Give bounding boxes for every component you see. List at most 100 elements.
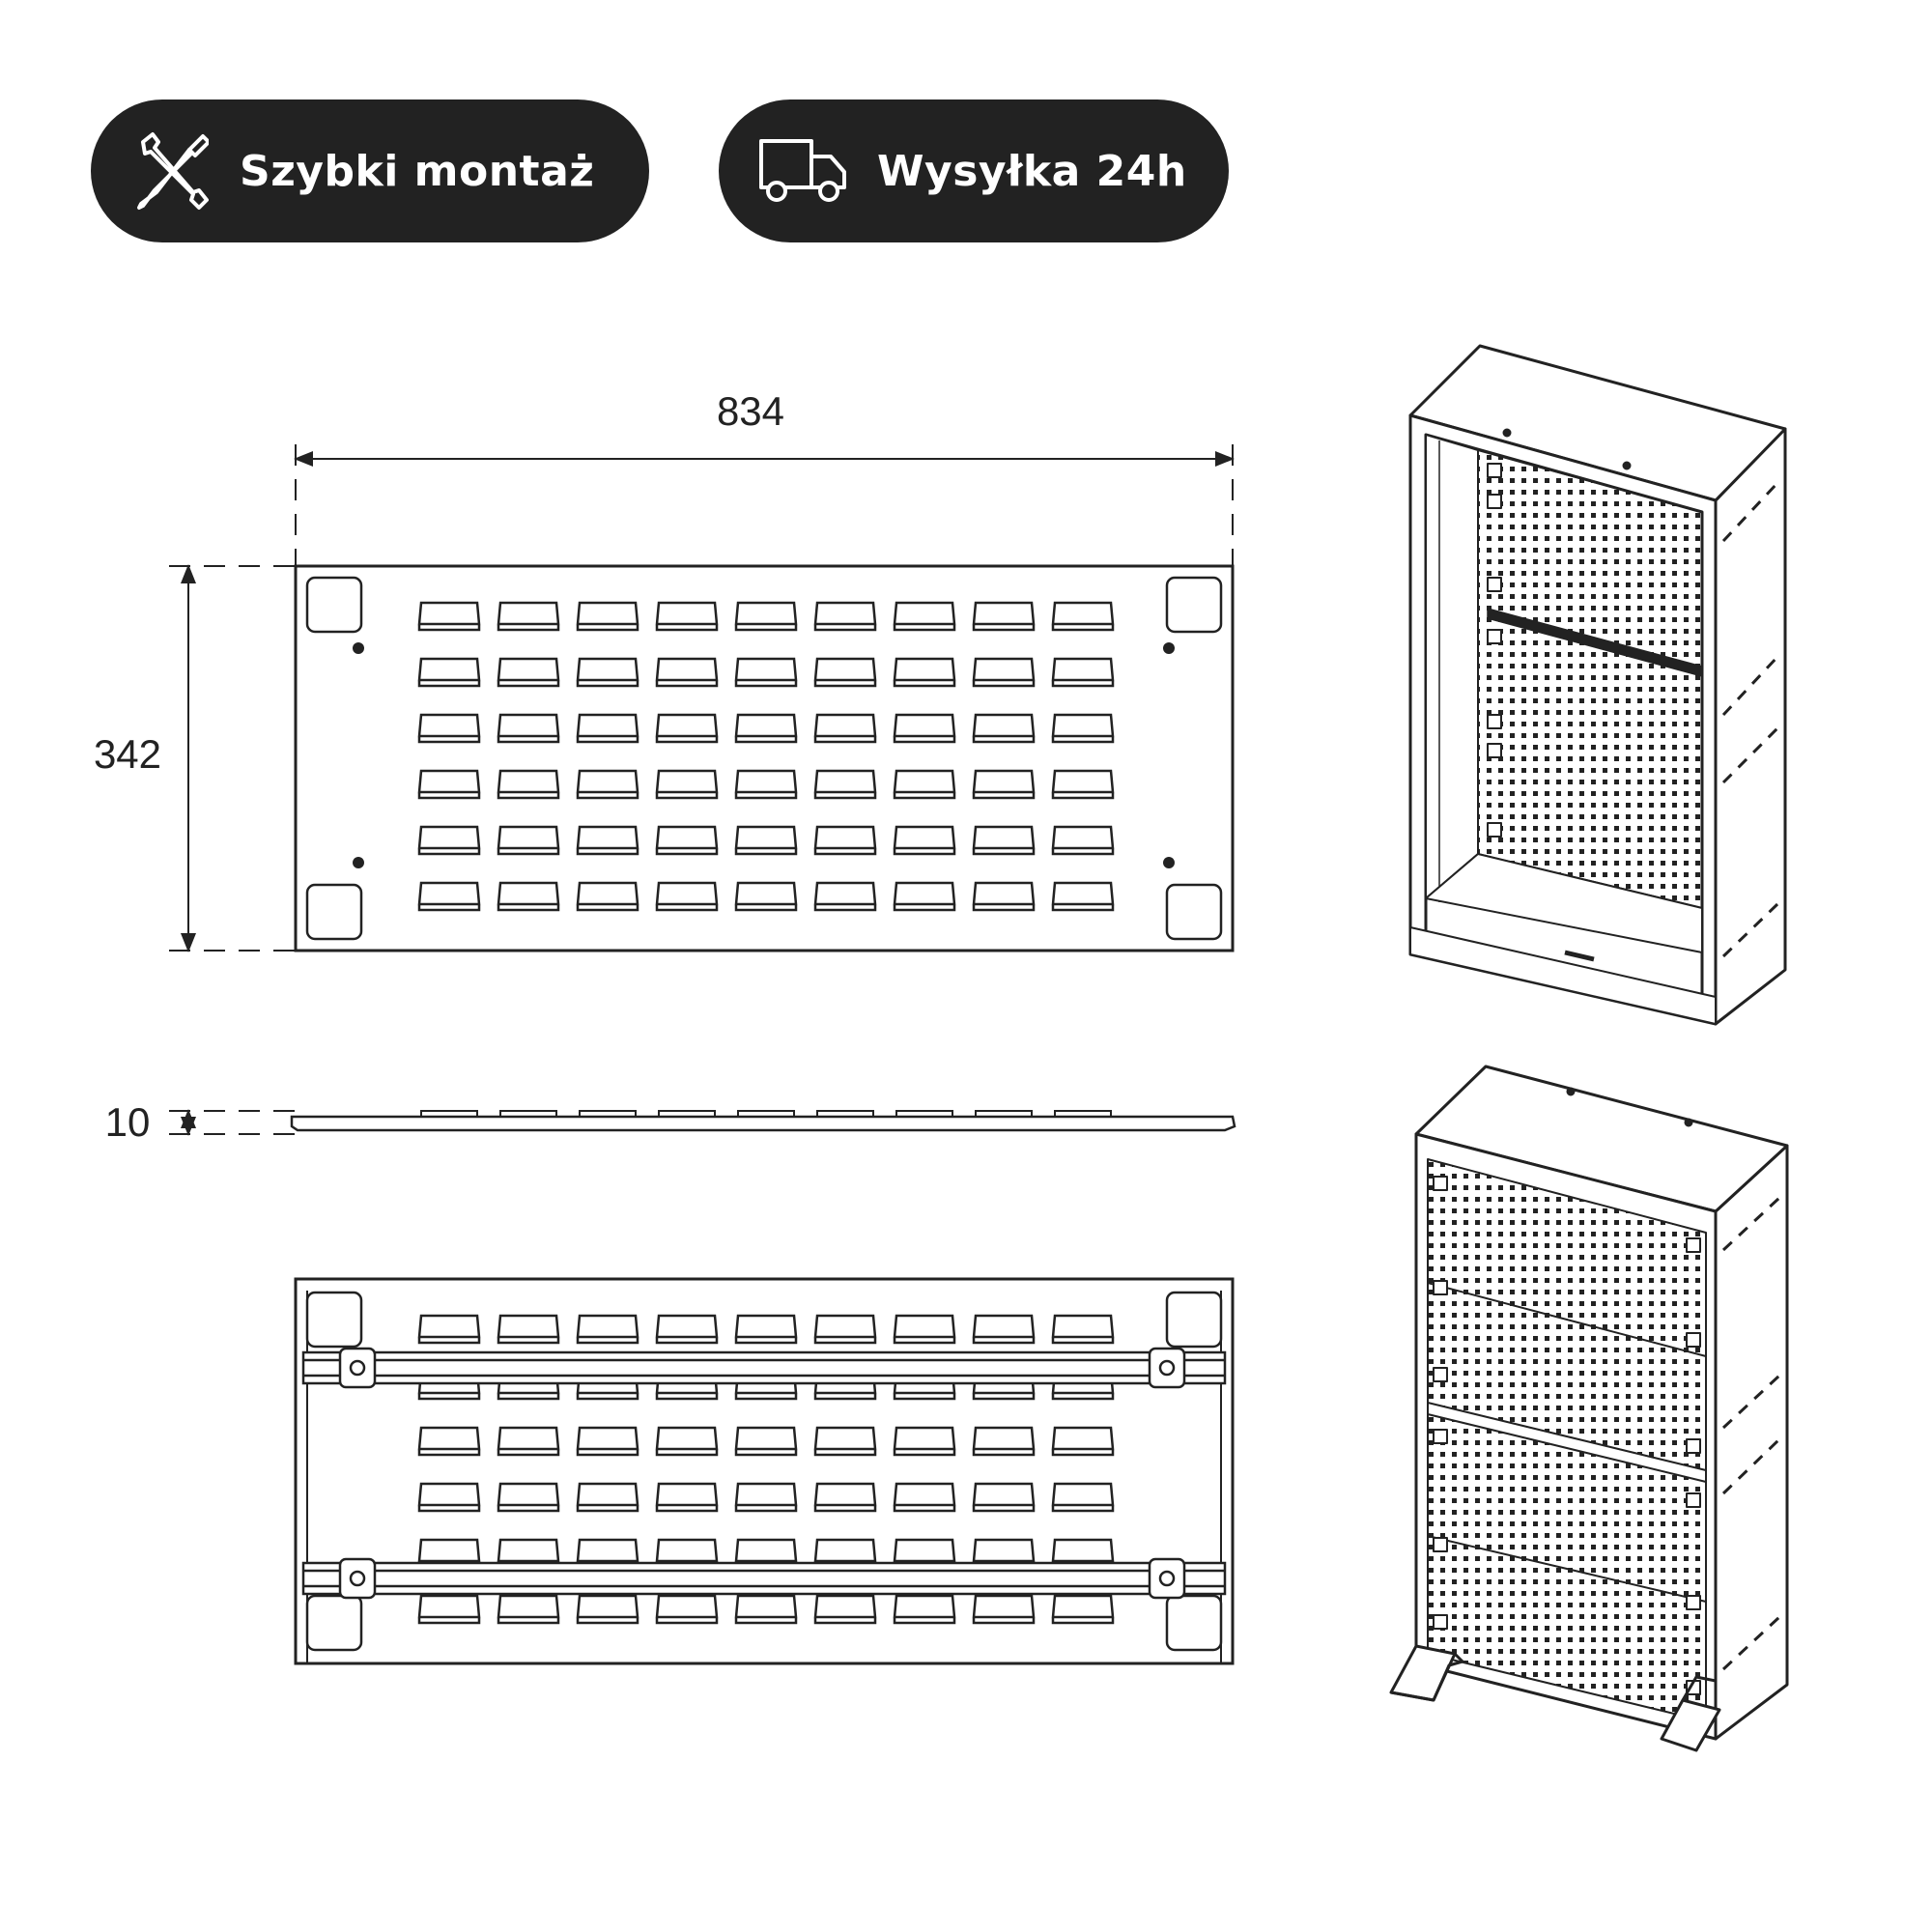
slot bbox=[655, 769, 719, 800]
rail-bottom bbox=[301, 1557, 1227, 1600]
slot bbox=[417, 881, 481, 912]
slot bbox=[893, 1426, 956, 1457]
rail-top bbox=[301, 1347, 1227, 1389]
height-value: 342 bbox=[94, 731, 161, 777]
slot bbox=[497, 769, 560, 800]
slot bbox=[417, 1594, 481, 1625]
panel-side-view bbox=[290, 1110, 1236, 1132]
panel-back-view bbox=[294, 1277, 1235, 1665]
slot bbox=[1051, 769, 1115, 800]
slot bbox=[497, 601, 560, 632]
slot bbox=[497, 657, 560, 688]
slot bbox=[893, 825, 956, 856]
thickness-value: 10 bbox=[105, 1099, 151, 1145]
slot bbox=[893, 1314, 956, 1345]
slot bbox=[972, 657, 1036, 688]
slot bbox=[576, 1482, 639, 1513]
width-value: 834 bbox=[717, 388, 784, 434]
badge-shipping-24h: Wysyłka 24h bbox=[719, 99, 1229, 242]
slot bbox=[972, 713, 1036, 744]
slot bbox=[893, 1482, 956, 1513]
slot bbox=[497, 1482, 560, 1513]
slot bbox=[655, 1426, 719, 1457]
slot bbox=[417, 769, 481, 800]
badge-shipping-label: Wysyłka 24h bbox=[877, 146, 1187, 196]
side-tab bbox=[975, 1110, 1033, 1117]
slot bbox=[497, 1426, 560, 1457]
slot bbox=[893, 881, 956, 912]
slot bbox=[417, 1426, 481, 1457]
slot bbox=[734, 881, 798, 912]
slot bbox=[734, 1314, 798, 1345]
slot bbox=[576, 825, 639, 856]
slot bbox=[813, 1314, 877, 1345]
badge-quick-assembly: Szybki montaż bbox=[91, 99, 649, 242]
slot bbox=[813, 1426, 877, 1457]
slot bbox=[893, 713, 956, 744]
side-tab bbox=[816, 1110, 874, 1117]
slot bbox=[1051, 1314, 1115, 1345]
slot bbox=[893, 601, 956, 632]
slot bbox=[813, 769, 877, 800]
slot bbox=[972, 1594, 1036, 1625]
slot bbox=[893, 657, 956, 688]
slot bbox=[813, 601, 877, 632]
slot bbox=[576, 1426, 639, 1457]
slot bbox=[576, 1314, 639, 1345]
slot bbox=[813, 1594, 877, 1625]
side-tab bbox=[1054, 1110, 1112, 1117]
slot bbox=[417, 657, 481, 688]
slot-grid-front bbox=[417, 601, 1115, 912]
side-tab bbox=[658, 1110, 716, 1117]
slot bbox=[576, 881, 639, 912]
thickness-dimension bbox=[169, 1109, 296, 1136]
mount-holes bbox=[353, 642, 1175, 868]
slot bbox=[655, 657, 719, 688]
slot bbox=[734, 1482, 798, 1513]
slot bbox=[655, 825, 719, 856]
slot bbox=[497, 825, 560, 856]
slot bbox=[497, 881, 560, 912]
slot bbox=[576, 769, 639, 800]
slot bbox=[734, 769, 798, 800]
slot bbox=[972, 825, 1036, 856]
slot bbox=[655, 713, 719, 744]
slot bbox=[734, 825, 798, 856]
slot bbox=[497, 1594, 560, 1625]
slot bbox=[655, 1314, 719, 1345]
slot bbox=[497, 713, 560, 744]
slot bbox=[497, 1314, 560, 1345]
slot bbox=[972, 1426, 1036, 1457]
slot bbox=[972, 1482, 1036, 1513]
slot bbox=[1051, 1426, 1115, 1457]
slot bbox=[813, 713, 877, 744]
slot bbox=[813, 881, 877, 912]
slot bbox=[655, 1482, 719, 1513]
slot bbox=[734, 657, 798, 688]
slot bbox=[655, 1594, 719, 1625]
slot bbox=[576, 601, 639, 632]
slot bbox=[893, 769, 956, 800]
slot bbox=[1051, 1482, 1115, 1513]
slot bbox=[417, 1314, 481, 1345]
cabinet-open-isometric bbox=[1408, 344, 1787, 1026]
slot bbox=[655, 601, 719, 632]
panel-front-view bbox=[294, 564, 1235, 952]
side-tab bbox=[499, 1110, 557, 1117]
slot bbox=[972, 601, 1036, 632]
slot bbox=[813, 657, 877, 688]
side-tab bbox=[737, 1110, 795, 1117]
slot bbox=[972, 769, 1036, 800]
side-tab bbox=[420, 1110, 478, 1117]
slot bbox=[972, 881, 1036, 912]
slot bbox=[576, 1594, 639, 1625]
slot bbox=[1051, 1594, 1115, 1625]
slot bbox=[813, 825, 877, 856]
slot bbox=[417, 601, 481, 632]
width-dimension bbox=[294, 444, 1235, 570]
slot bbox=[734, 1426, 798, 1457]
slot bbox=[1051, 657, 1115, 688]
slot bbox=[1051, 881, 1115, 912]
side-tab bbox=[579, 1110, 637, 1117]
